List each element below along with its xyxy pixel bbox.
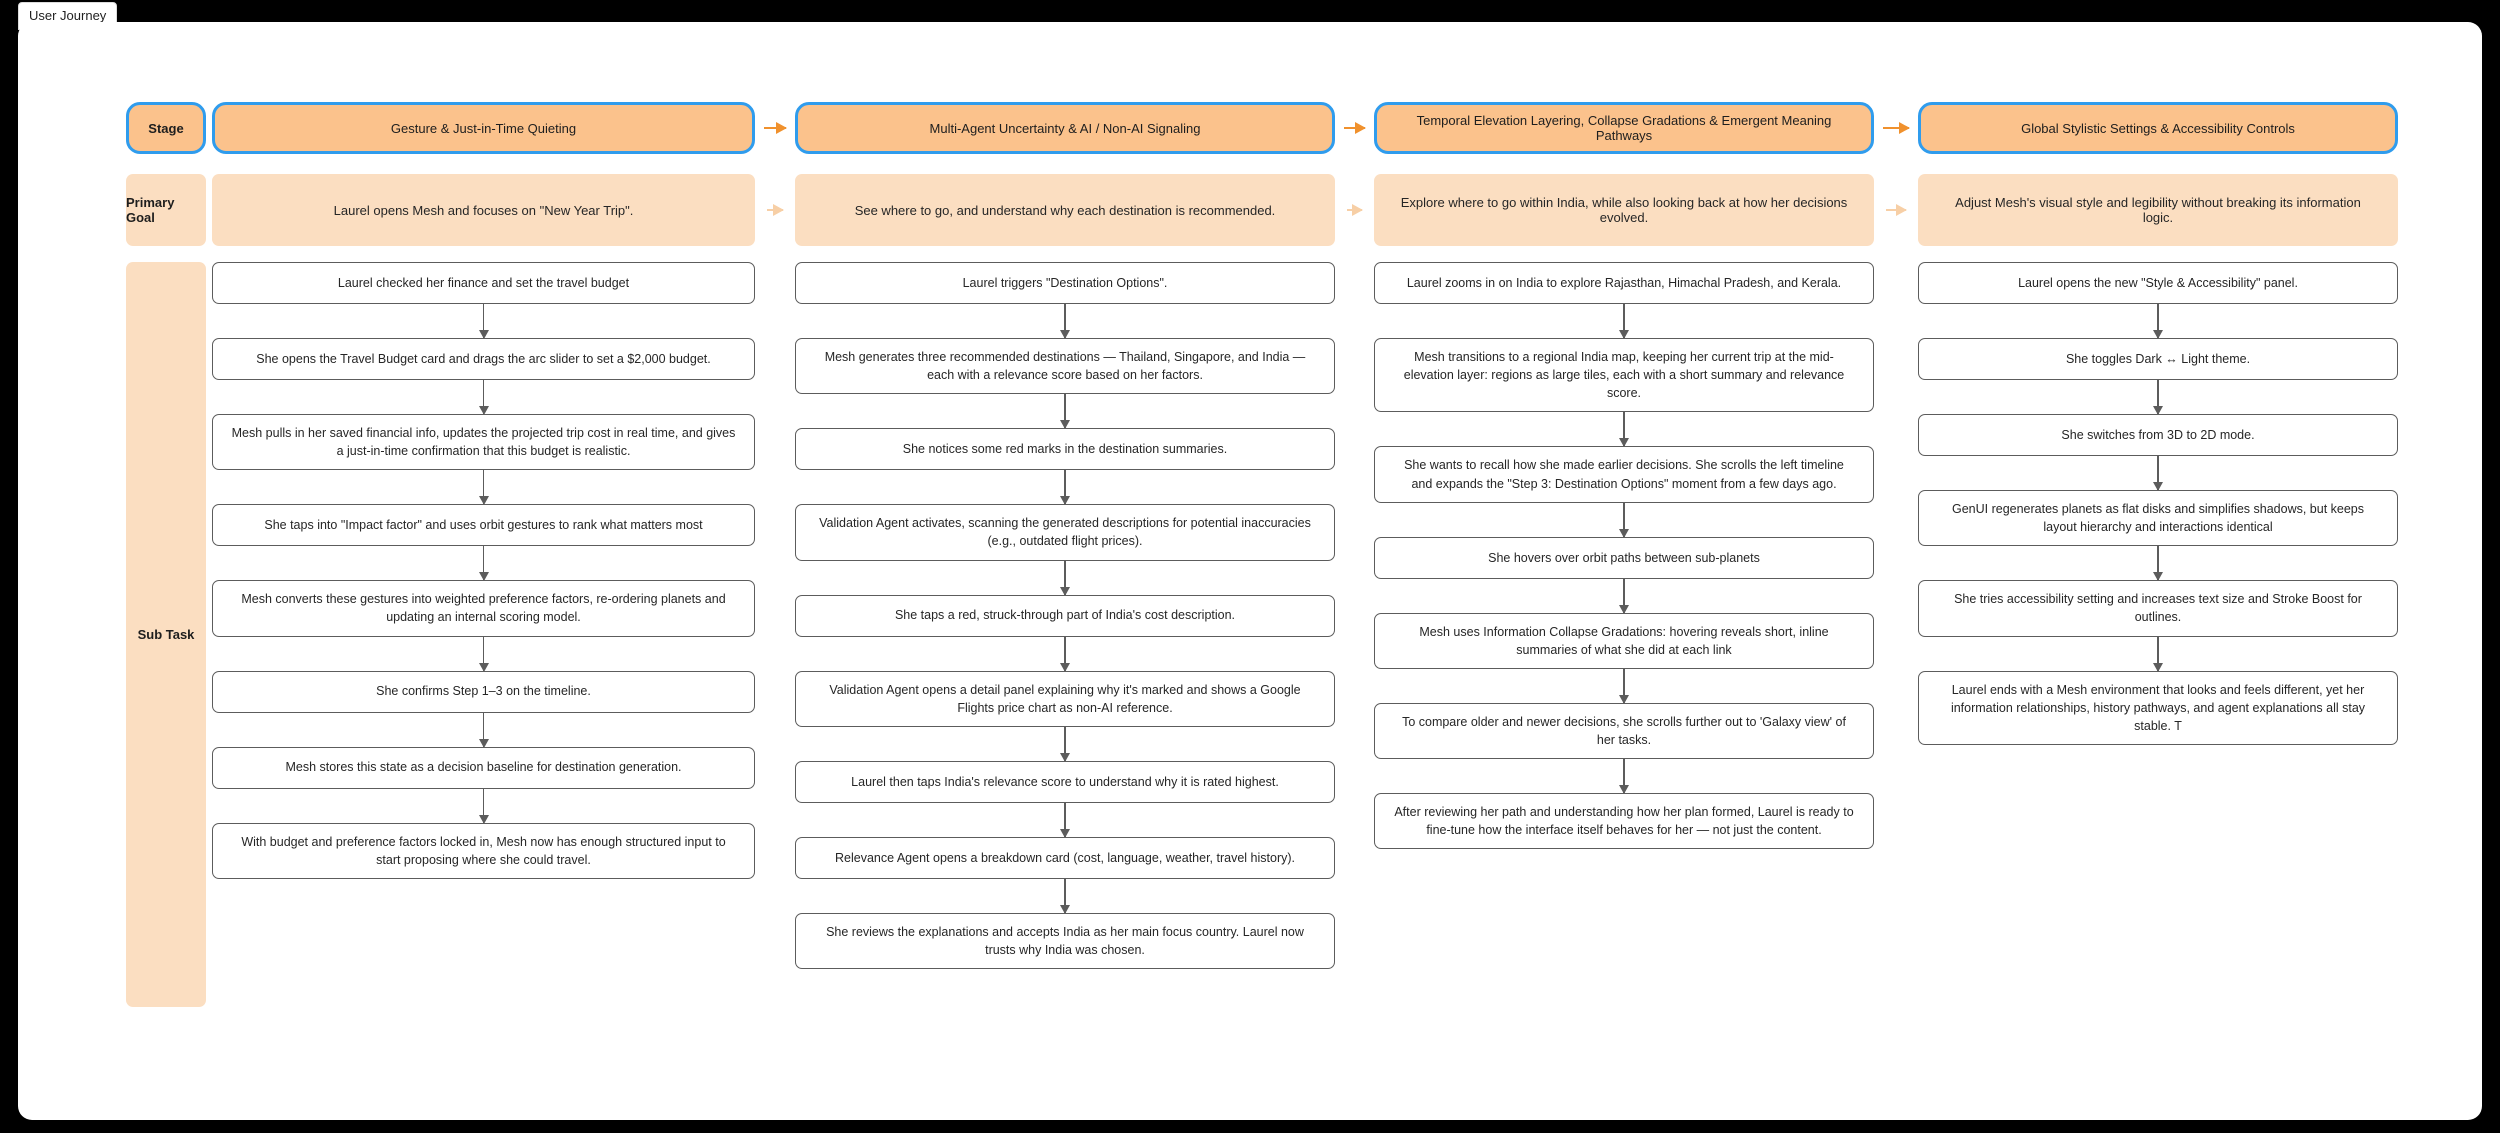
sub-task-connector-arrow xyxy=(795,394,1335,430)
stage-header-1[interactable]: Gesture & Just-in-Time Quieting xyxy=(212,102,755,154)
sub-task-node[interactable]: After reviewing her path and understandi… xyxy=(1374,793,1874,850)
row-label-sub-task: Sub Task xyxy=(126,262,206,1007)
sub-task-node[interactable]: Mesh transitions to a regional India map… xyxy=(1374,338,1874,413)
row-label-stage: Stage xyxy=(126,102,206,154)
sub-task-node[interactable]: Laurel checked her finance and set the t… xyxy=(212,262,755,304)
goal-connector-arrow-1 xyxy=(767,204,784,216)
sub-task-connector-arrow xyxy=(212,380,755,415)
sub-task-column-1: Laurel checked her finance and set the t… xyxy=(212,262,755,879)
sub-task-node[interactable]: Laurel triggers "Destination Options". xyxy=(795,262,1335,304)
sub-task-connector-arrow xyxy=(1374,502,1874,538)
sub-task-node[interactable]: She hovers over orbit paths between sub-… xyxy=(1374,536,1874,579)
sub-task-node[interactable]: She notices some red marks in the destin… xyxy=(795,428,1335,471)
sub-task-node[interactable]: Relevance Agent opens a breakdown card (… xyxy=(795,836,1335,879)
row-label-sub-task-text: Sub Task xyxy=(137,627,195,642)
sub-task-connector-arrow xyxy=(212,304,755,339)
sub-task-connector-arrow xyxy=(1918,636,2398,672)
sub-task-connector-arrow xyxy=(1374,759,1874,795)
primary-goal-row: Primary Goal Laurel opens Mesh and focus… xyxy=(18,174,2482,246)
sub-task-node[interactable]: Mesh pulls in her saved financial info, … xyxy=(212,414,755,471)
sub-task-node[interactable]: With budget and preference factors locke… xyxy=(212,822,755,879)
sub-task-node[interactable]: To compare older and newer decisions, sh… xyxy=(1374,702,1874,760)
stage-connector-arrow-1 xyxy=(764,122,787,134)
stage-connector-arrow-3 xyxy=(1883,122,1910,134)
sub-task-connector-arrow xyxy=(1918,380,2398,415)
sub-task-connector-arrow xyxy=(212,546,755,582)
sub-task-connector-arrow xyxy=(795,802,1335,838)
sub-task-connector-arrow xyxy=(1374,578,1874,614)
stage-header-2[interactable]: Multi-Agent Uncertainty & AI / Non-AI Si… xyxy=(795,102,1335,154)
stage-header-3[interactable]: Temporal Elevation Layering, Collapse Gr… xyxy=(1374,102,1874,154)
sub-task-connector-arrow xyxy=(795,726,1335,762)
sub-task-connector-arrow xyxy=(795,636,1335,672)
sub-task-connector-arrow xyxy=(795,470,1335,506)
sub-task-node[interactable]: Laurel zooms in on India to explore Raja… xyxy=(1374,262,1874,304)
sub-task-connector-arrow xyxy=(795,560,1335,596)
sub-task-node[interactable]: Laurel ends with a Mesh environment that… xyxy=(1918,670,2398,745)
sub-task-node[interactable]: She opens the Travel Budget card and dra… xyxy=(212,338,755,380)
sub-task-connector-arrow xyxy=(212,712,755,748)
sub-task-node[interactable]: She taps a red, struck-through part of I… xyxy=(795,594,1335,637)
row-label-primary-goal: Primary Goal xyxy=(126,174,206,246)
primary-goal-3[interactable]: Explore where to go within India, while … xyxy=(1374,174,1874,246)
sub-task-node[interactable]: She wants to recall how she made earlier… xyxy=(1374,446,1874,503)
sub-task-connector-arrow xyxy=(1918,456,2398,491)
sub-task-connector-arrow xyxy=(1374,412,1874,448)
sub-task-node[interactable]: She tries accessibility setting and incr… xyxy=(1918,580,2398,637)
sub-task-node[interactable]: She switches from 3D to 2D mode. xyxy=(1918,414,2398,456)
sub-task-connector-arrow xyxy=(1918,546,2398,582)
stage-row: Stage Gesture & Just-in-Time Quieting Mu… xyxy=(18,102,2482,154)
sub-task-node[interactable]: She confirms Step 1–3 on the timeline. xyxy=(212,670,755,713)
sub-task-node[interactable]: She reviews the explanations and accepts… xyxy=(795,912,1335,969)
sub-task-node[interactable]: Mesh generates three recommended destina… xyxy=(795,338,1335,395)
sub-task-node[interactable]: She toggles Dark ↔ Light theme. xyxy=(1918,338,2398,380)
sub-task-node[interactable]: Validation Agent opens a detail panel ex… xyxy=(795,670,1335,727)
sub-task-connector-arrow xyxy=(212,788,755,824)
sub-task-connector-arrow xyxy=(795,878,1335,914)
sub-task-node[interactable]: She taps into "Impact factor" and uses o… xyxy=(212,504,755,547)
stage-connector-arrow-2 xyxy=(1344,122,1366,134)
stage-header-4[interactable]: Global Stylistic Settings & Accessibilit… xyxy=(1918,102,2398,154)
goal-connector-arrow-3 xyxy=(1886,204,1907,216)
sub-task-column-2: Laurel triggers "Destination Options". Me… xyxy=(795,262,1335,969)
sub-task-node[interactable]: Validation Agent activates, scanning the… xyxy=(795,504,1335,561)
sub-task-connector-arrow xyxy=(795,304,1335,339)
journey-board: Stage Gesture & Just-in-Time Quieting Mu… xyxy=(18,22,2482,1120)
primary-goal-4[interactable]: Adjust Mesh's visual style and legibilit… xyxy=(1918,174,2398,246)
sub-task-column-4: Laurel opens the new "Style & Accessibil… xyxy=(1918,262,2398,745)
primary-goal-1[interactable]: Laurel opens Mesh and focuses on "New Ye… xyxy=(212,174,755,246)
sub-task-node[interactable]: Mesh stores this state as a decision bas… xyxy=(212,746,755,789)
sub-task-connector-arrow xyxy=(212,636,755,672)
sub-task-node[interactable]: Mesh converts these gestures into weight… xyxy=(212,580,755,637)
sub-task-connector-arrow xyxy=(1918,304,2398,339)
sub-task-connector-arrow xyxy=(1374,668,1874,704)
sub-task-connector-arrow xyxy=(1374,304,1874,339)
sub-task-connector-arrow xyxy=(212,470,755,506)
sub-task-node[interactable]: Laurel opens the new "Style & Accessibil… xyxy=(1918,262,2398,304)
sub-task-column-3: Laurel zooms in on India to explore Raja… xyxy=(1374,262,1874,850)
sub-task-node[interactable]: GenUI regenerates planets as flat disks … xyxy=(1918,490,2398,547)
primary-goal-2[interactable]: See where to go, and understand why each… xyxy=(795,174,1335,246)
sub-task-node[interactable]: Laurel then taps India's relevance score… xyxy=(795,760,1335,803)
goal-connector-arrow-2 xyxy=(1347,204,1363,216)
sub-task-node[interactable]: Mesh uses Information Collapse Gradation… xyxy=(1374,612,1874,669)
